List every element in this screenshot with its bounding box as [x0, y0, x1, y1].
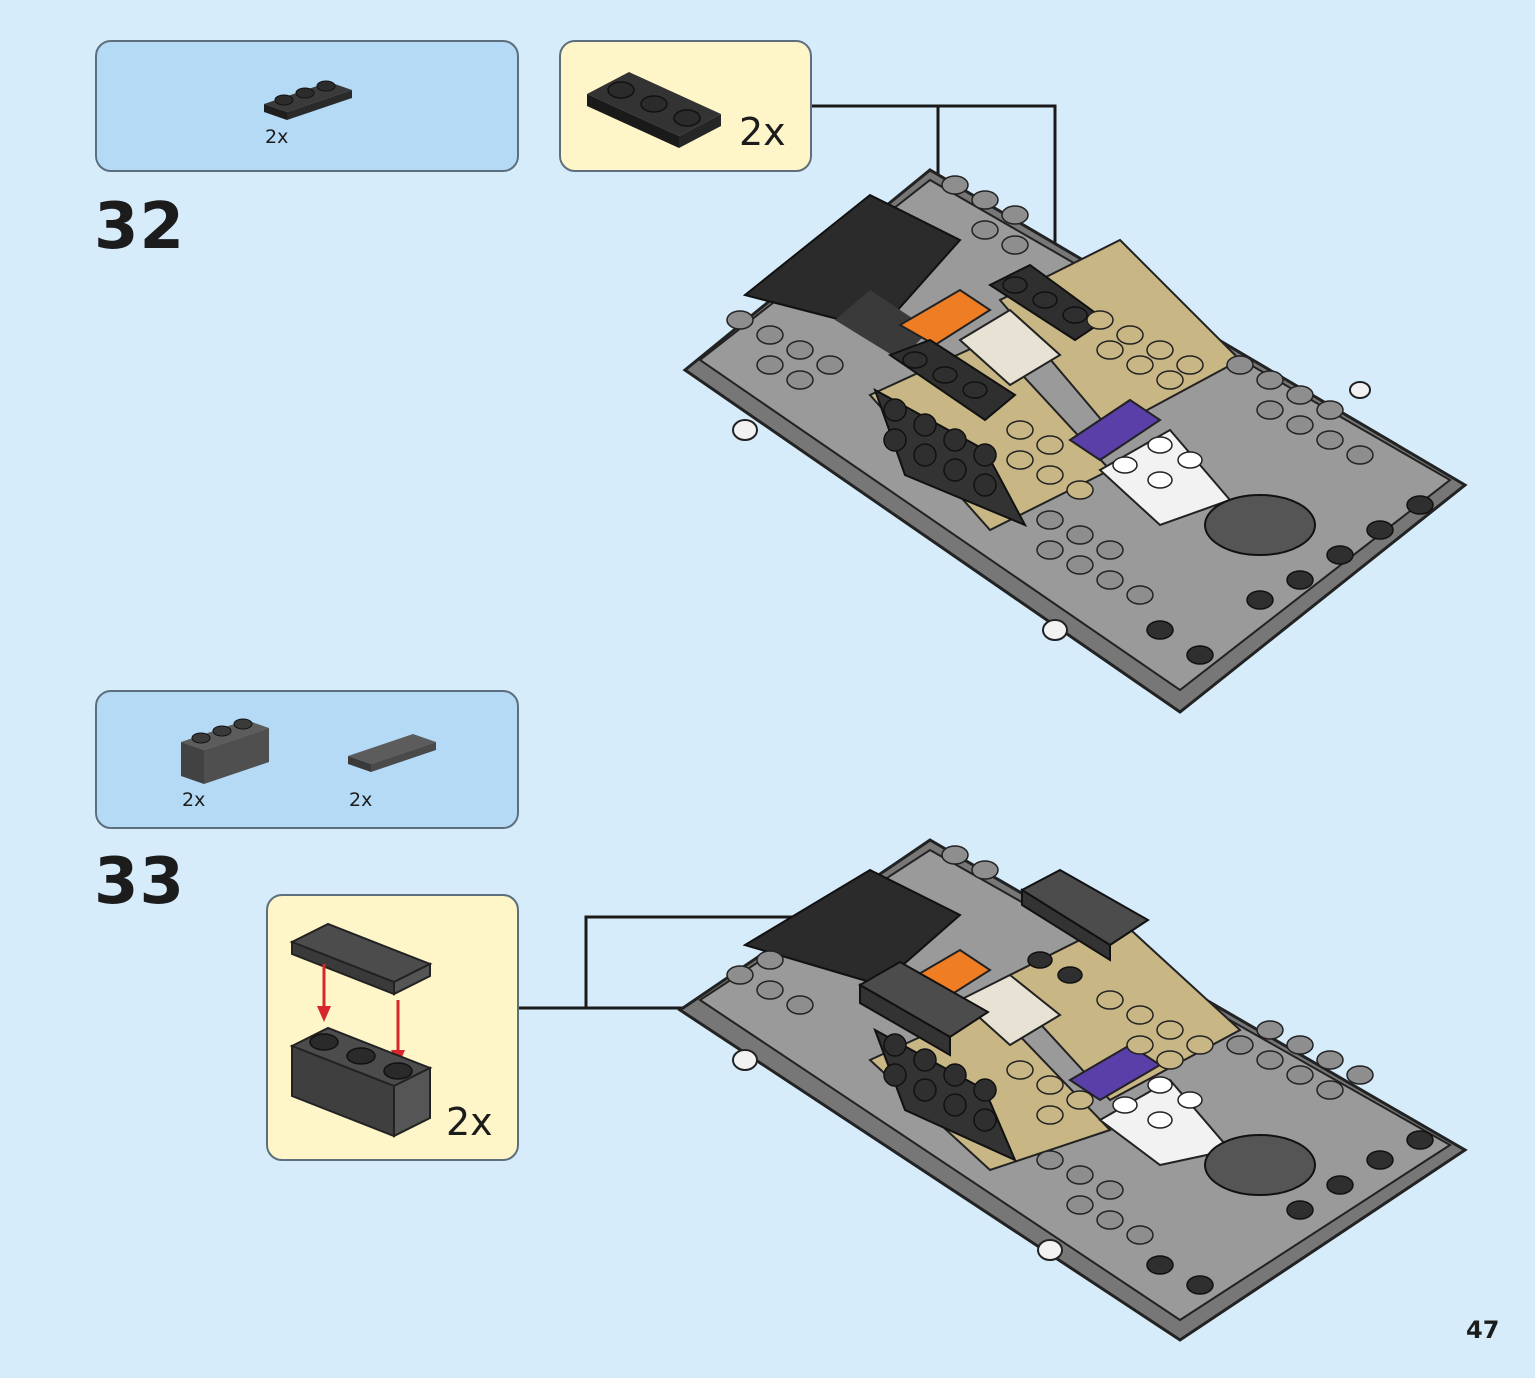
step-number: 32 [94, 190, 186, 264]
page-number: 47 [1466, 1316, 1500, 1344]
step-number: 33 [94, 845, 186, 919]
black-plate-1x3-icon [264, 80, 352, 120]
dark-grey-tile-1x3-icon [348, 734, 436, 772]
part-qty: 2x [265, 126, 289, 148]
step-33-parts-list: 2x 2x [95, 690, 519, 829]
part-qty: 2x [182, 789, 206, 811]
part-qty: 2x [349, 789, 373, 811]
black-plate-1x3-callout-icon [587, 72, 721, 148]
step-33-callout: 2x [266, 894, 519, 1161]
step-32-callout: 2x [559, 40, 812, 172]
dark-grey-brick-1x3-icon [181, 718, 269, 784]
tile-on-brick-assembly-icon [289, 922, 433, 1138]
callout-qty: 2x [446, 1100, 493, 1144]
callout-qty: 2x [739, 110, 786, 154]
step-32-parts-list: 2x [95, 40, 519, 172]
